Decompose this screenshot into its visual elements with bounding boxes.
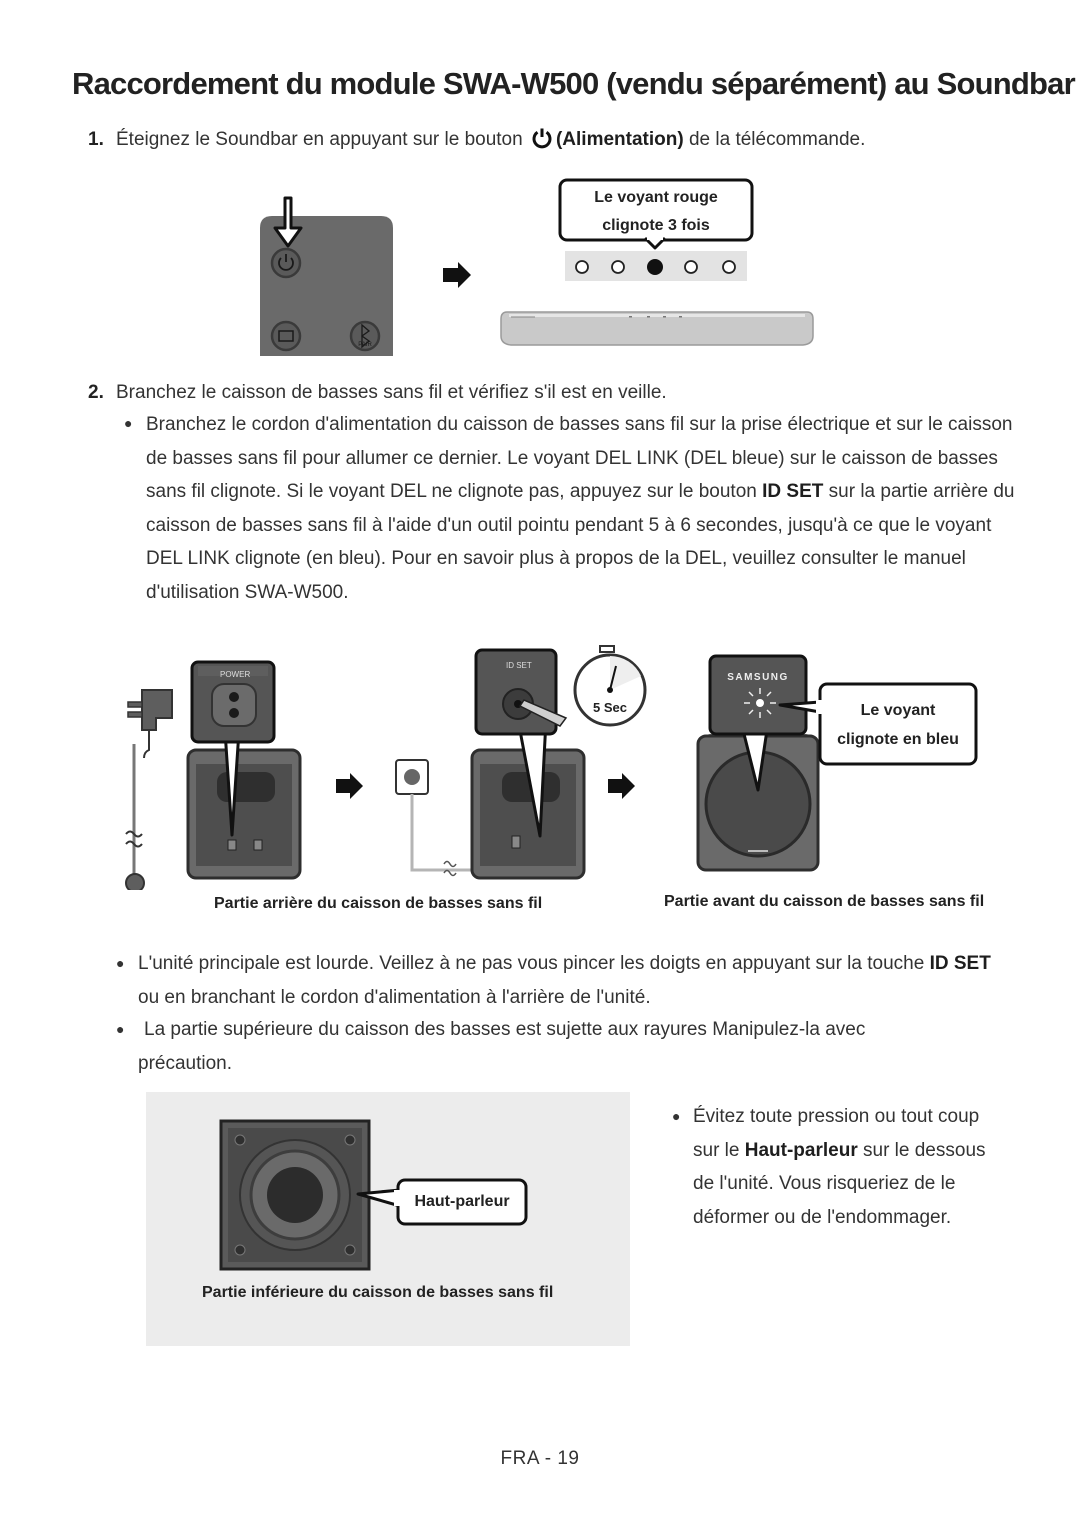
callout-line-2: clignote 3 fois xyxy=(602,217,710,234)
pin-tool-icon xyxy=(518,699,568,727)
page-title: Raccordement du module SWA-W500 (vendu s… xyxy=(72,66,1076,101)
callout-line-1: Le voyant xyxy=(861,702,936,719)
page-number: FRA - 19 xyxy=(500,1448,580,1469)
note-1-bold: ID SET xyxy=(929,953,991,974)
id-set-inset: ID SET xyxy=(474,648,568,838)
bullet-dot: ● xyxy=(116,955,125,971)
bullet-dot: ● xyxy=(672,1108,681,1124)
step-1-number: 1. xyxy=(88,129,104,150)
note-1: L'unité principale est lourde. Veillez à… xyxy=(138,947,1008,1014)
remote-control: PAIR xyxy=(260,216,393,356)
step-2-text: Branchez le caisson de basses sans fil e… xyxy=(116,382,667,403)
step-1-bold: (Alimentation) xyxy=(555,129,684,150)
soundbar xyxy=(500,311,814,346)
step-2-bullet-text: Branchez le cordon d'alimentation du cai… xyxy=(146,414,1013,502)
subwoofer-front xyxy=(696,734,820,872)
step-1-text-after: de la télécommande. xyxy=(688,129,866,150)
power-plug-icon xyxy=(125,689,173,890)
blink-rays-icon xyxy=(744,688,776,718)
speaker-callout: Haut-parleur xyxy=(356,1178,528,1226)
note-1-text: L'unité principale est lourde. Veillez à… xyxy=(138,953,925,974)
step-1-text-before: Éteignez le Soundbar en appuyant sur le … xyxy=(116,129,523,150)
bottom-note-bold: Haut-parleur xyxy=(744,1139,858,1161)
caption-rear: Partie arrière du caisson de basses sans… xyxy=(214,895,543,912)
bullet-dot: ● xyxy=(124,415,133,431)
arrow-right-icon xyxy=(443,262,471,288)
caption-front: Partie avant du caisson de basses sans f… xyxy=(664,893,985,910)
led-indicator-strip xyxy=(565,251,747,281)
stopwatch-icon: 5 Sec xyxy=(573,645,647,727)
subwoofer-bottom-diagram: Haut-parleur xyxy=(219,1119,528,1271)
bottom-note: Évitez toute pression ou tout coup sur l… xyxy=(693,1100,1003,1234)
subwoofer-rear-1 xyxy=(186,748,302,880)
power-icon xyxy=(531,127,553,160)
step-2: 2. Branchez le caisson de basses sans fil… xyxy=(88,376,667,409)
note-2: La partie supérieure du caisson des bass… xyxy=(138,1019,866,1074)
subwoofer-connection-diagram: POWER ID SET 5 Sec xyxy=(125,645,978,890)
remote-soundbar-diagram: PAIR Le voyant rouge clignote 3 fois xyxy=(260,178,814,356)
callout-line-1: Le voyant rouge xyxy=(594,189,718,206)
id-set-label: ID SET xyxy=(506,661,532,670)
step-2-bullet-bold: ID SET xyxy=(762,481,824,502)
subwoofer-bottom xyxy=(219,1119,371,1271)
power-socket-inset: POWER xyxy=(190,660,276,837)
step-2-number: 2. xyxy=(88,382,104,403)
bottom-note-text: Évitez toute pression ou tout coup sur l… xyxy=(693,1106,980,1161)
front-led-inset: SAMSUNG xyxy=(708,654,808,792)
note-1-text-2: ou en branchant le cordon d'alimentation… xyxy=(138,986,651,1008)
callout-line-2: clignote en bleu xyxy=(837,731,959,748)
blue-led-callout: Le voyant clignote en bleu xyxy=(778,682,978,766)
press-arrow-icon xyxy=(273,196,303,248)
step-2-bullet-text-2: sur la partie arrière du caisson de bass… xyxy=(146,481,1015,603)
wall-outlet xyxy=(395,759,524,877)
arrow-right-icon xyxy=(608,773,635,799)
red-led-callout: Le voyant rouge clignote 3 fois xyxy=(558,178,754,250)
arrow-right-icon xyxy=(336,773,363,799)
subwoofer-rear-2 xyxy=(470,748,586,880)
speaker-label: Haut-parleur xyxy=(414,1193,509,1210)
pair-label: PAIR xyxy=(358,342,372,348)
bullet-dot: ● xyxy=(116,1021,125,1037)
step-2-bullet: Branchez le cordon d'alimentation du cai… xyxy=(146,408,1016,609)
timer-label: 5 Sec xyxy=(593,700,627,715)
brand-label: SAMSUNG xyxy=(727,672,789,683)
bottom-note-text-2: sur le dessous de l'unité. Vous risqueri… xyxy=(693,1139,986,1228)
step-1: 1. Éteignez le Soundbar en appuyant sur l… xyxy=(88,123,865,160)
caption-bottom: Partie inférieure du caisson de basses s… xyxy=(202,1284,554,1301)
power-label: POWER xyxy=(220,670,250,679)
